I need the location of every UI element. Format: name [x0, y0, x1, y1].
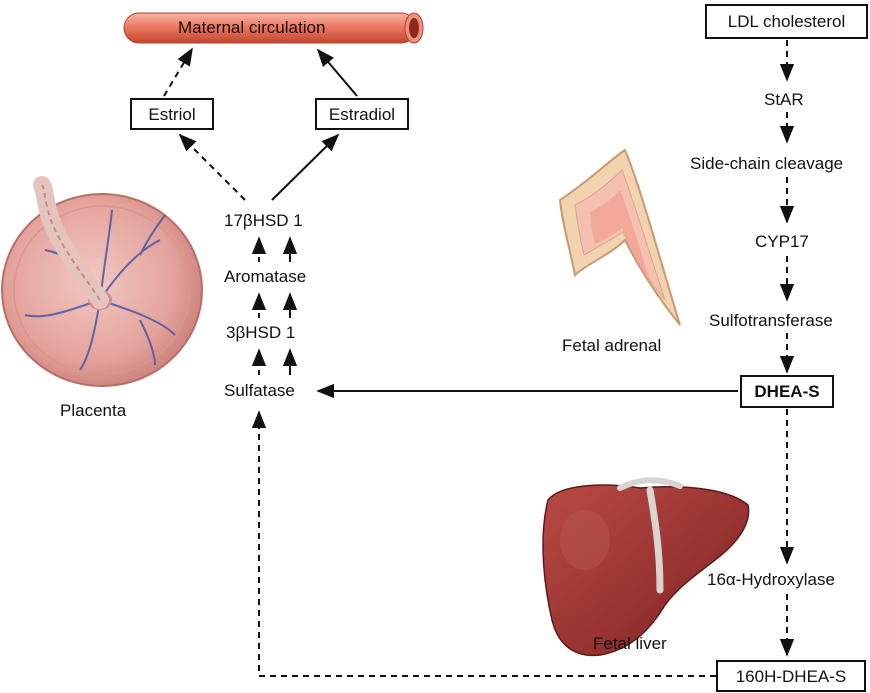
- sulfatase-label: Sulfatase: [224, 381, 295, 400]
- hsd3-label: 3βHSD 1: [226, 323, 296, 342]
- maternal-circulation-label: Maternal circulation: [178, 18, 326, 37]
- ldl-cholesterol-box: LDL cholesterol: [705, 4, 868, 39]
- estriol-box: Estriol: [130, 98, 214, 130]
- fetal-adrenal-illustration: [558, 148, 681, 326]
- side-chain-cleavage-label: Side-chain cleavage: [690, 154, 844, 173]
- dhea-s-box: DHEA-S: [740, 375, 834, 408]
- 16oh-dhea-s-box: 160H-DHEA-S: [716, 660, 866, 692]
- hsd17-label: 17βHSD 1: [224, 211, 303, 230]
- placenta-label: Placenta: [60, 401, 127, 420]
- aromatase-label: Aromatase: [224, 267, 307, 286]
- placenta-illustration: [1, 176, 203, 387]
- fetal-liver-label: Fetal liver: [593, 634, 667, 653]
- star-label: StAR: [764, 90, 804, 109]
- fetal-liver-illustration: [542, 477, 750, 657]
- arrows: [163, 40, 795, 677]
- cyp17-label: CYP17: [755, 232, 809, 251]
- sulfotransferase-label: Sulfotransferase: [709, 311, 833, 330]
- maternal-vessel: [123, 12, 424, 44]
- hydroxylase-label: 16α-Hydroxylase: [707, 570, 835, 589]
- estradiol-box: Estradiol: [315, 98, 409, 130]
- fetal-adrenal-label: Fetal adrenal: [562, 336, 662, 355]
